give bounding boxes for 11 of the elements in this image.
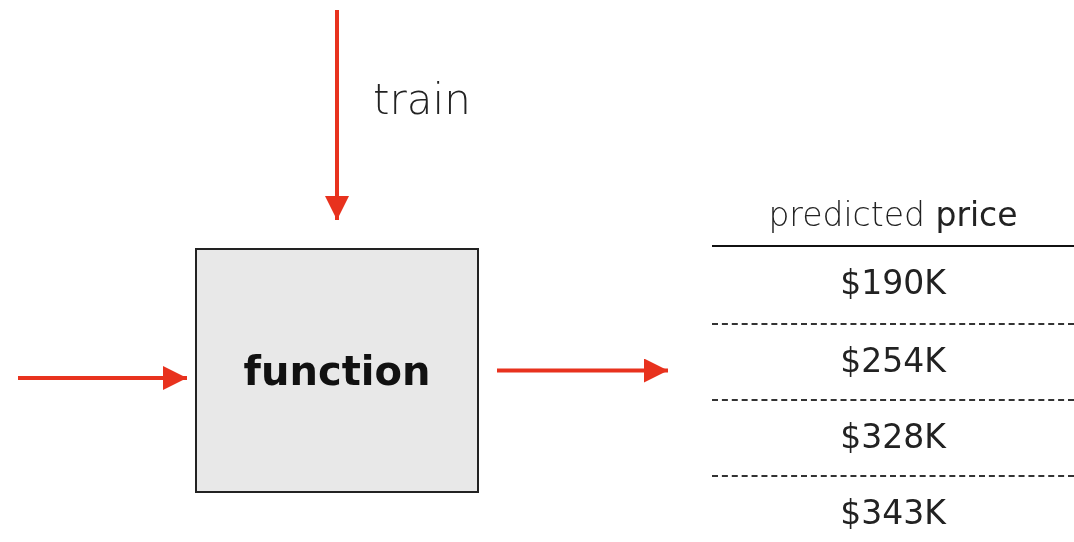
table-cell: $343K — [712, 475, 1074, 542]
arrow — [325, 10, 349, 220]
table-cell: $254K — [712, 323, 1074, 399]
table-cell: $328K — [712, 399, 1074, 475]
arrow — [18, 366, 187, 390]
arrow — [497, 358, 668, 383]
edge-label: train — [373, 75, 471, 124]
process-box — [195, 248, 479, 493]
table-cell-text: $190K — [839, 262, 948, 304]
column-header: predicted price — [712, 190, 1074, 247]
function-label: function — [243, 347, 431, 394]
